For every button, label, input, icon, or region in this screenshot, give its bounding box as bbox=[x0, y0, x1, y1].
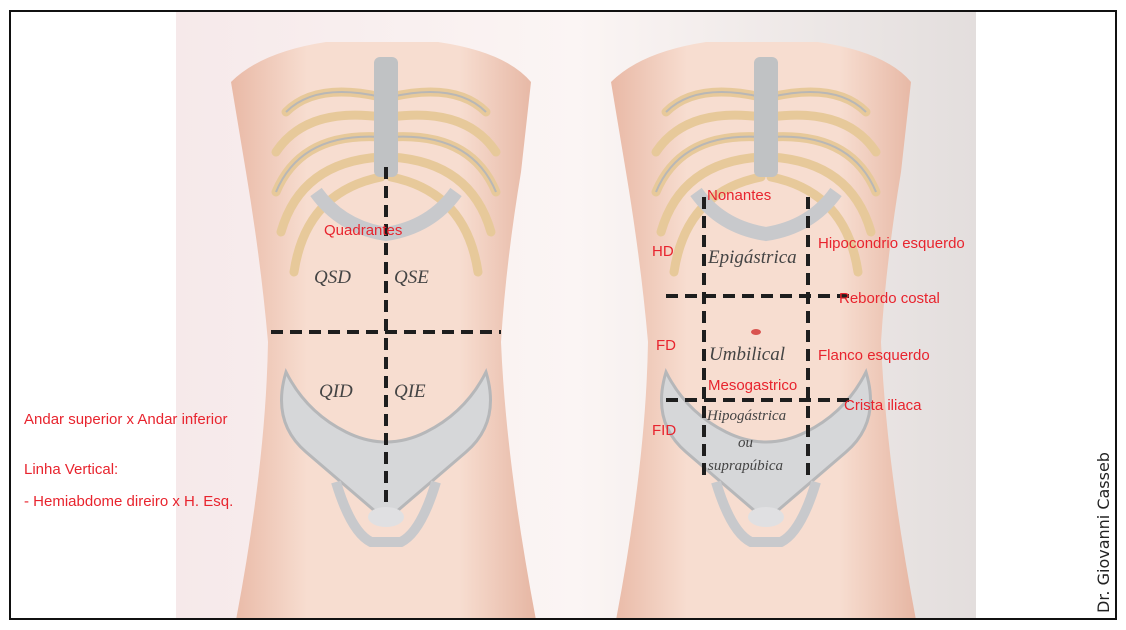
label-mesogastrico: Mesogastrico bbox=[708, 377, 798, 394]
right-torso bbox=[611, 42, 916, 618]
note-linha-vertical: Linha Vertical: bbox=[24, 461, 119, 478]
label-hd: HD bbox=[652, 243, 674, 260]
region-ou: ou bbox=[738, 435, 753, 451]
quadrant-qid: QID bbox=[319, 381, 353, 402]
slide-frame: QSD QSE QID QIE Quadrantes Epigástrica U… bbox=[9, 10, 1117, 620]
label-fid: FID bbox=[652, 422, 677, 439]
region-hipogastrica: Hipogástrica bbox=[707, 408, 787, 424]
quadrant-qsd: QSD bbox=[314, 267, 351, 288]
region-umbilical: Umbilical bbox=[709, 344, 785, 365]
author-credit: Dr. Giovanni Casseb bbox=[1094, 452, 1113, 613]
quadrantes-title: Quadrantes bbox=[324, 222, 403, 239]
region-epigastrica: Epigástrica bbox=[708, 247, 797, 268]
note-andar: Andar superior x Andar inferior bbox=[24, 411, 228, 428]
label-flanco-esquerdo: Flanco esquerdo bbox=[818, 347, 930, 364]
label-hipocondrio-esquerdo: Hipocondrio esquerdo bbox=[818, 235, 965, 252]
label-fd: FD bbox=[656, 337, 676, 354]
quadrant-qse: QSE bbox=[394, 267, 429, 288]
nonantes-title: Nonantes bbox=[707, 187, 772, 204]
note-hemiabdome: - Hemiabdome direiro x H. Esq. bbox=[24, 493, 234, 510]
label-rebordo-costal: Rebordo costal bbox=[839, 290, 940, 307]
left-torso bbox=[231, 42, 536, 618]
region-suprapubica: suprapúbica bbox=[708, 458, 783, 474]
label-crista-iliaca: Crista iliaca bbox=[844, 397, 922, 414]
anatomy-illustration bbox=[176, 12, 976, 618]
quadrant-qie: QIE bbox=[394, 381, 426, 402]
